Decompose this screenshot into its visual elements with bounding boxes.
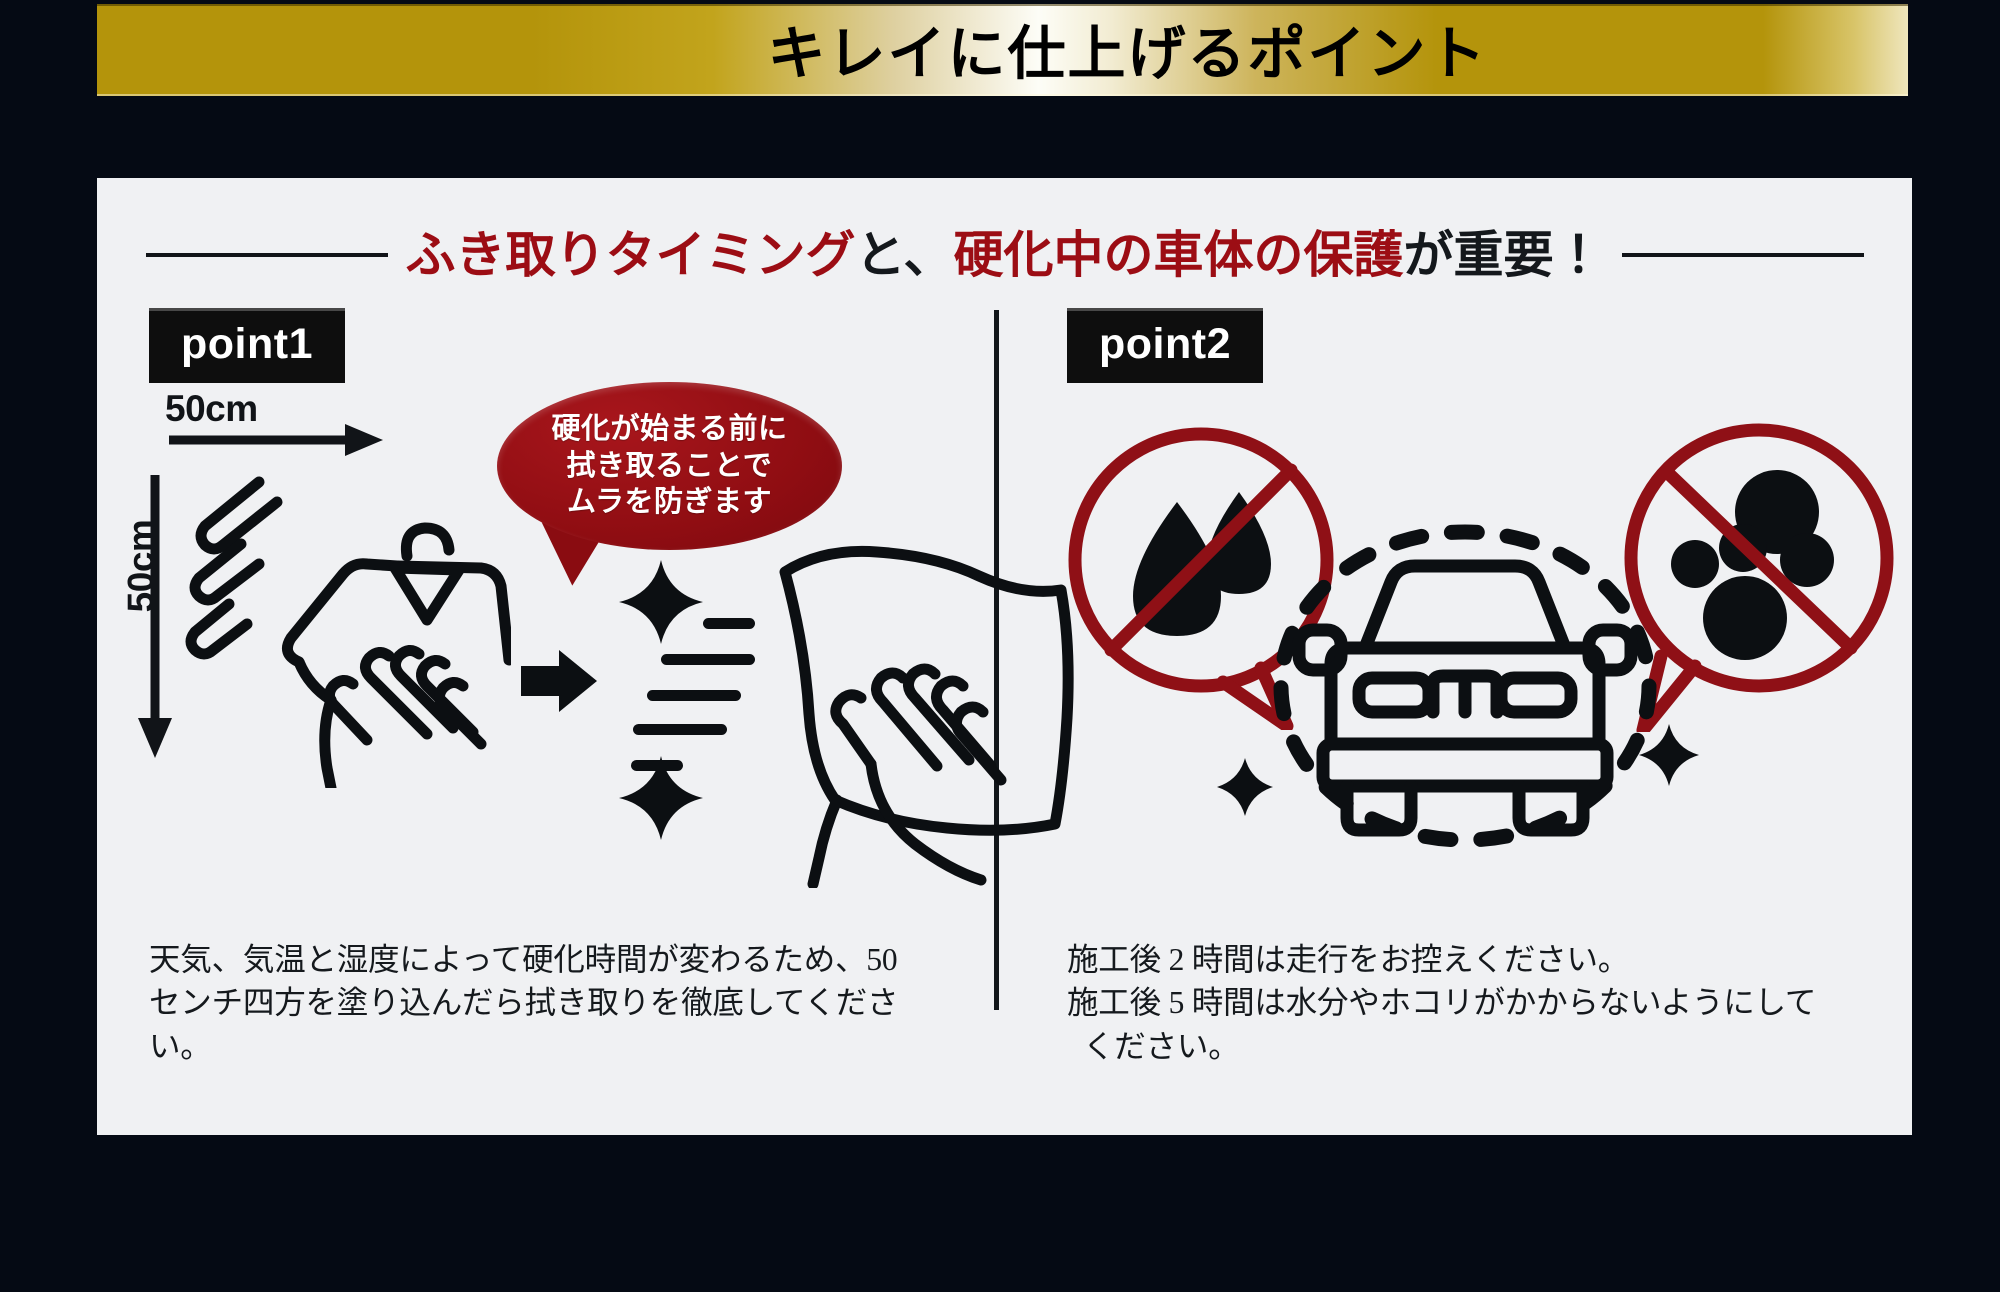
headline: ふき取りタイミングと、硬化中の車体の保護が重要！ xyxy=(137,230,1872,280)
no-dust-bubble-icon xyxy=(1607,412,1917,732)
headline-rule-left xyxy=(145,253,388,257)
speech-bubble: 硬化が始まる前に 拭き取ることで ムラを防ぎます xyxy=(497,382,842,550)
point2-badge: point2 xyxy=(1067,308,1263,383)
sparkle-right-icon xyxy=(1637,722,1701,788)
point2-column: point2 xyxy=(1037,308,1894,1098)
point2-caption: 施工後 2 時間は走行をお控えください。 施工後 5 時間は水分やホコリがかから… xyxy=(1067,938,1887,1068)
point1-caption-line-1: 天気、気温と湿度によって硬化時間が変わるため、50 xyxy=(149,941,898,977)
hand-wiping-cloth-icon xyxy=(765,528,1105,888)
point2-caption-line-3: ください。 xyxy=(1083,1028,1240,1064)
speech-bubble-text: 硬化が始まる前に 拭き取ることで ムラを防ぎます xyxy=(497,411,842,521)
headline-part2: と、 xyxy=(855,227,954,283)
point1-caption: 天気、気温と湿度によって硬化時間が変わるため、50 センチ四方を塗り込んだら拭き… xyxy=(149,938,959,1068)
point1-caption-line-3: い。 xyxy=(149,1028,212,1064)
page-title: キレイに仕上げるポイント xyxy=(767,21,1488,87)
sparkle-lines-icon xyxy=(615,550,805,870)
point1-illustration: 硬化が始まる前に 拭き取ることで ムラを防ぎます 50cm 50cm xyxy=(119,370,1074,910)
hand-applying-coating-icon xyxy=(181,448,511,788)
headline-part3: 硬化中の車体の保護 xyxy=(953,227,1404,283)
point2-caption-line-2: 施工後 5 時間は水分やホコリがかからないようにして xyxy=(1067,985,1817,1021)
gold-title-banner: キレイに仕上げるポイント xyxy=(97,4,1908,96)
process-arrow-icon xyxy=(519,648,599,714)
headline-part4: が重要！ xyxy=(1403,227,1604,283)
point2-illustration xyxy=(1037,370,1894,910)
bubble-line-1: 硬化が始まる前に xyxy=(551,413,788,446)
headline-rule-right xyxy=(1621,253,1864,257)
point1-column: point1 硬化が始まる前に 拭き取ることで ムラを防ぎます 50cm 50c… xyxy=(119,308,1074,1098)
measure-arrows-icon xyxy=(119,370,449,790)
no-water-bubble-icon xyxy=(1055,420,1355,730)
content-panel: ふき取りタイミングと、硬化中の車体の保護が重要！ point1 硬化が始まる前に… xyxy=(97,178,1912,1135)
bubble-line-3: ムラを防ぎます xyxy=(566,486,773,519)
point1-caption-line-2: センチ四方を塗り込んだら拭き取りを徹底してくださ xyxy=(149,985,899,1021)
headline-text: ふき取りタイミングと、硬化中の車体の保護が重要！ xyxy=(406,230,1604,280)
measure-horizontal-label: 50cm xyxy=(165,388,258,429)
sparkle-left-icon xyxy=(1215,756,1275,818)
headline-part1: ふき取りタイミング xyxy=(405,227,856,283)
point1-badge: point1 xyxy=(149,308,345,383)
column-divider xyxy=(994,310,999,1010)
point2-caption-line-1: 施工後 2 時間は走行をお控えください。 xyxy=(1067,941,1630,977)
bubble-line-2: 拭き取ることで xyxy=(566,449,773,482)
protected-car-icon xyxy=(1265,518,1665,848)
